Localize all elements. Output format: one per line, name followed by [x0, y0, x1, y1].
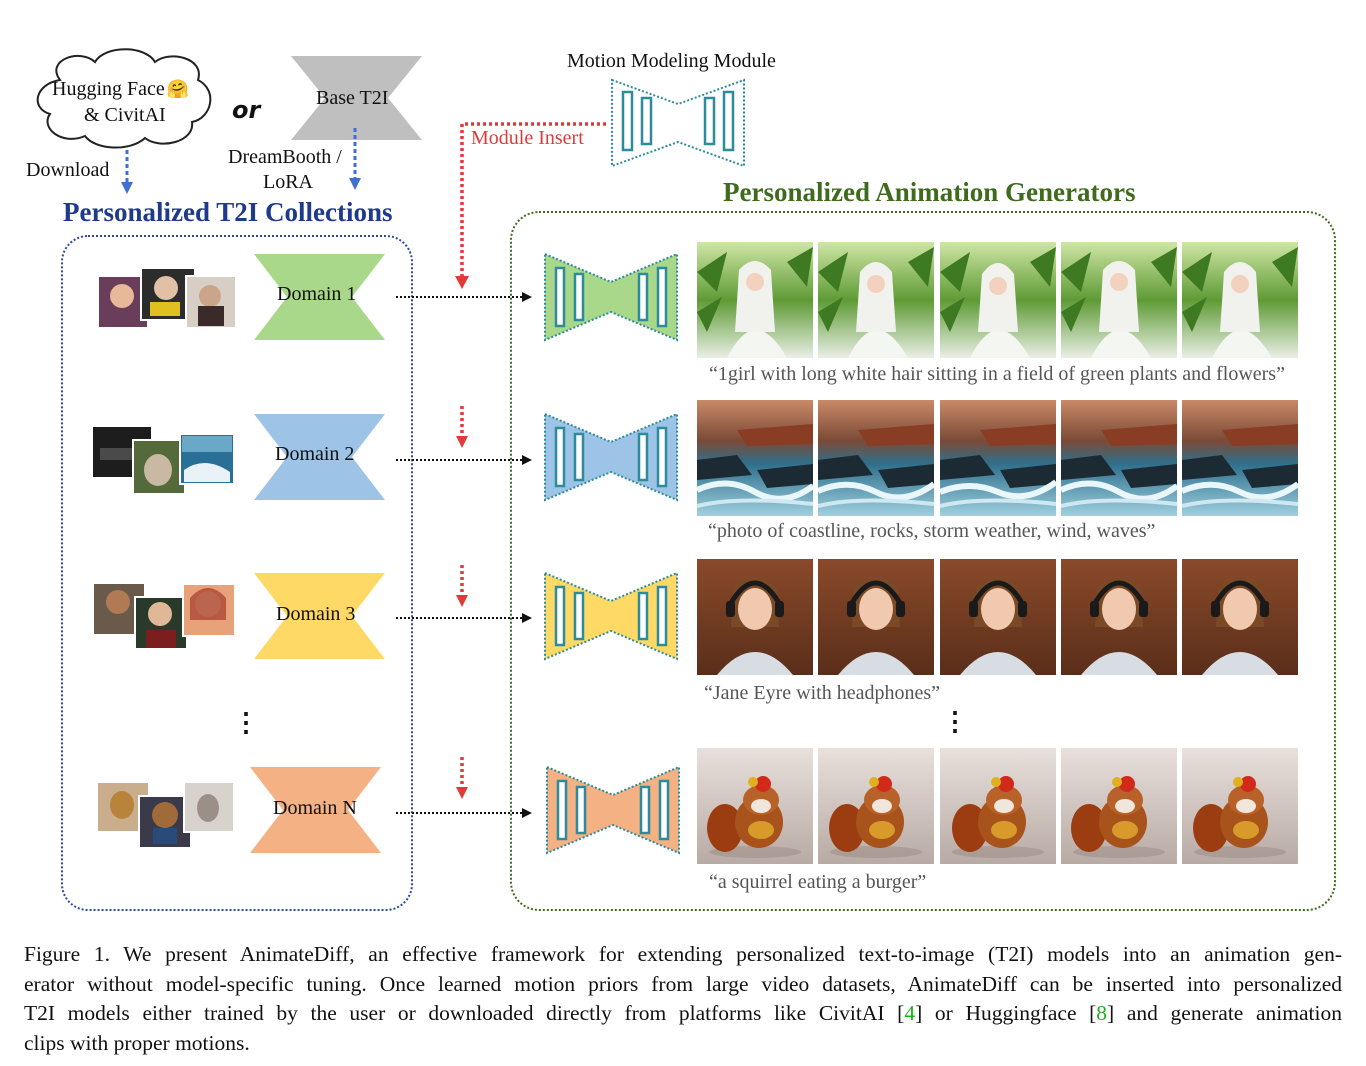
caption-line-4: clips with proper motions.	[24, 1030, 250, 1055]
row-3-frame-4	[1061, 559, 1177, 675]
citation-link-8[interactable]: 8	[1096, 1001, 1108, 1025]
row-4-frame-3	[940, 748, 1056, 864]
generators-container	[510, 211, 1336, 911]
row-2-frame-4	[1061, 400, 1177, 516]
row-3-prompt: “Jane Eyre with headphones”	[704, 682, 941, 704]
generators-title: Personalized Animation Generators	[723, 177, 1136, 207]
domain-2-shape	[254, 414, 385, 500]
download-label: Download	[26, 159, 110, 181]
row-1-frame-1	[697, 242, 813, 358]
row-3-frame-1	[697, 559, 813, 675]
caption-line-1: Figure 1. We present AnimateDiff, an eff…	[24, 942, 1342, 966]
row-3-frame-3	[940, 559, 1056, 675]
generator-2-shape	[544, 412, 678, 502]
base-t2i-shape	[291, 56, 422, 140]
domain-2-label: Domain 2	[275, 443, 355, 465]
row-4-frame-2	[818, 748, 934, 864]
row-1-prompt: “1girl with long white hair sitting in a…	[709, 363, 1285, 385]
domain-1-thumbnails	[97, 267, 237, 329]
base-t2i-label: Base T2I	[316, 87, 389, 109]
generator-n-shape	[546, 765, 680, 855]
row-2-frame-5	[1182, 400, 1298, 516]
row-2-prompt: “photo of coastline, rocks, storm weathe…	[708, 520, 1156, 542]
hub-cloud-shape	[36, 48, 212, 149]
generators-ellipsis: ⋮	[942, 707, 968, 736]
row-1-frame-2	[818, 242, 934, 358]
row-3-frame-2	[818, 559, 934, 675]
hub-label-line1: Hugging Face🤗	[52, 78, 190, 100]
row-2-frame-1	[697, 400, 813, 516]
collections-ellipsis: ⋮	[233, 708, 259, 737]
domain-1-shape	[254, 254, 385, 340]
motion-module-title: Motion Modeling Module	[567, 50, 776, 72]
dreambooth-label-line1: DreamBooth /	[228, 146, 342, 168]
row-1-frame-4	[1061, 242, 1177, 358]
domain-2-thumbnails	[91, 425, 235, 495]
figure-caption: Figure 1. We present AnimateDiff, an eff…	[24, 940, 1342, 1058]
collections-container	[61, 235, 413, 911]
row-n-prompt: “a squirrel eating a burger”	[709, 871, 927, 893]
diagram-canvas	[36, 48, 1336, 911]
domain-n-shape	[250, 767, 381, 853]
row-4-frame-1	[697, 748, 813, 864]
or-label: or	[232, 96, 261, 124]
hub-label-line2: & CivitAI	[84, 104, 166, 126]
generator-1-shape	[544, 252, 678, 342]
domain-1-label: Domain 1	[277, 283, 357, 305]
row-1-frame-5	[1182, 242, 1298, 358]
caption-line-2: erator without model-specific tuning. On…	[24, 971, 1342, 996]
domain-n-label: Domain N	[273, 797, 357, 819]
dreambooth-label-line2: LoRA	[263, 171, 313, 193]
caption-line-3: T2I models either trained by the user or…	[24, 1001, 1342, 1025]
row-4-frame-4	[1061, 748, 1177, 864]
citation-link-4[interactable]: 4	[904, 1001, 916, 1025]
row-4-frame-5	[1182, 748, 1298, 864]
domain-3-thumbnails	[92, 582, 236, 650]
generator-3-shape	[544, 571, 678, 661]
domain-3-shape	[254, 573, 385, 659]
row-2-frame-3	[940, 400, 1056, 516]
row-2-frame-2	[818, 400, 934, 516]
module-insert-label: Module Insert	[471, 127, 584, 149]
row-3-frame-5	[1182, 559, 1298, 675]
domain-3-label: Domain 3	[276, 603, 356, 625]
domain-n-thumbnails	[96, 781, 235, 849]
hugging-face-emoji-icon: 🤗	[166, 79, 190, 99]
row-1-frame-3	[940, 242, 1056, 358]
collections-title: Personalized T2I Collections	[63, 197, 393, 227]
